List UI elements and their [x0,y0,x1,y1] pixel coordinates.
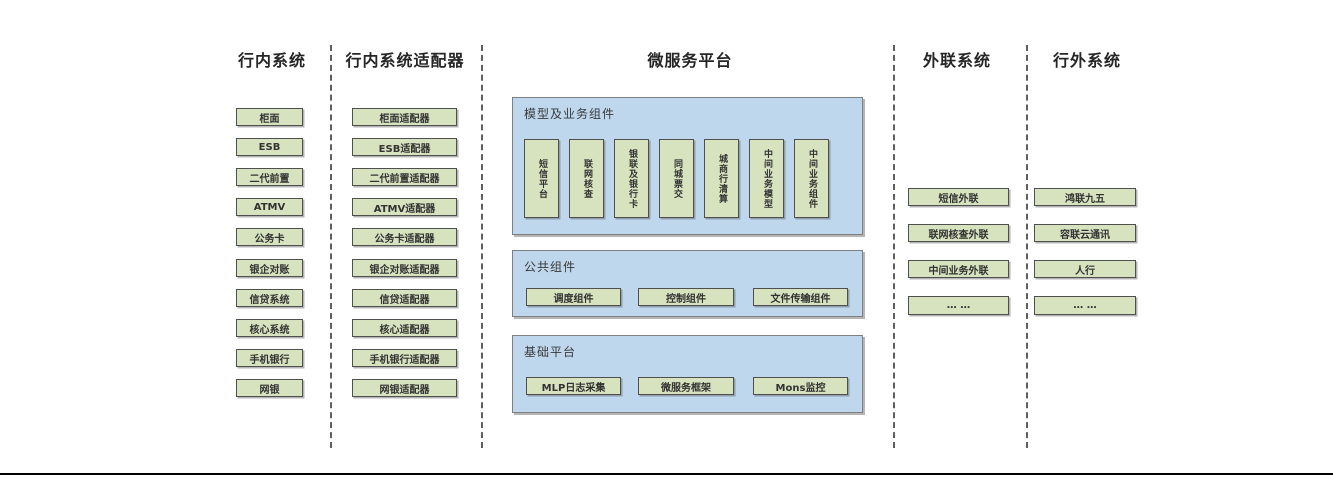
divider-dashed-2 [481,45,483,448]
box-outside-system: 鸿联九五 [1034,188,1136,206]
box-adapter: 二代前置适配器 [352,168,457,186]
box-internal-system: 手机银行 [236,349,303,367]
box-internal-system: ESB [236,138,303,156]
box-internal-system: 公务卡 [236,228,303,246]
box-adapter: 银企对账适配器 [352,259,457,277]
box-adapter: 公务卡适配器 [352,228,457,246]
box-adapter: ATMV适配器 [352,198,457,216]
divider-dashed-4 [1026,45,1028,448]
panel-label: 模型及业务组件 [524,107,616,121]
component: 文件传输组件 [753,288,848,306]
component: Mons监控 [753,377,848,395]
panel-label: 公共组件 [524,260,577,274]
box-outside-system: 容联云通讯 [1034,224,1136,242]
box-adapter: 核心适配器 [352,319,457,337]
box-internal-system: 柜面 [236,108,303,126]
box-adapter: ESB适配器 [352,138,457,156]
box-external-link: 中间业务外联 [908,260,1009,278]
component-vertical: 中间业务模型 [749,139,784,218]
header-outside-systems: 行外系统 [1052,51,1121,70]
divider-dashed-3 [893,45,895,448]
panel-label: 基础平台 [524,345,577,359]
component-vertical: 城商行清算 [704,139,739,218]
header-internal-systems: 行内系统 [237,51,306,70]
header-external-link-systems: 外联系统 [922,51,991,70]
panel-common-components: 公共组件 调度组件 控制组件 文件传输组件 [512,250,863,317]
component-vertical: 联网核查 [569,139,604,218]
box-internal-system: 网银 [236,379,303,397]
component: 调度组件 [526,288,621,306]
divider-dashed-1 [330,45,332,448]
panel-model-business-components: 模型及业务组件 短信平台 联网核查 银联及银行卡 同城票交 城商行清算 中间业务… [512,97,863,235]
box-external-link: 联网核查外联 [908,224,1009,242]
component-vertical: 中间业务组件 [794,139,829,218]
box-internal-system: 信贷系统 [236,289,303,307]
box-internal-system: 银企对账 [236,259,303,277]
panel-base-platform: 基础平台 MLP日志采集 微服务框架 Mons监控 [512,335,863,413]
box-outside-system: 人行 [1034,260,1136,278]
header-internal-adapters: 行内系统适配器 [345,51,465,70]
header-microservice-platform: 微服务平台 [647,51,733,70]
component-vertical: 短信平台 [524,139,559,218]
component-vertical: 银联及银行卡 [614,139,649,218]
component: 控制组件 [638,288,734,306]
box-internal-system: ATMV [236,198,303,216]
component: MLP日志采集 [526,377,621,395]
box-adapter: 网银适配器 [352,379,457,397]
box-external-link-more: … … [908,296,1009,315]
bottom-divider-line [0,473,1333,475]
box-internal-system: 核心系统 [236,319,303,337]
box-adapter: 柜面适配器 [352,108,457,126]
component-vertical: 同城票交 [659,139,694,218]
box-adapter: 手机银行适配器 [352,349,457,367]
box-external-link: 短信外联 [908,188,1009,206]
box-adapter: 信贷适配器 [352,289,457,307]
box-internal-system: 二代前置 [236,168,303,186]
box-outside-system-more: … … [1034,296,1136,315]
component: 微服务框架 [638,377,734,395]
